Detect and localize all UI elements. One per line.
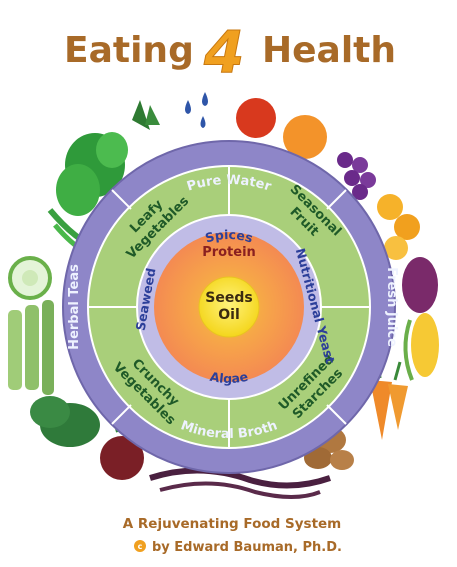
label-algae: Algae xyxy=(209,369,250,386)
label-protein: Protein xyxy=(202,245,256,260)
apricot-icon xyxy=(377,194,403,220)
label-seeds: Seeds xyxy=(205,290,252,306)
orange-icon xyxy=(283,115,327,159)
label-herbal-teas: Herbal Teas xyxy=(67,264,82,350)
label-oil: Oil xyxy=(218,307,240,323)
carrot-icon xyxy=(370,380,392,440)
seaweed-icon xyxy=(149,467,331,489)
herb-leaf-icon xyxy=(132,100,150,130)
author-credit: by Edward Bauman, Ph.D. xyxy=(152,540,342,555)
sweet-potato-icon xyxy=(402,257,438,313)
celery-icon xyxy=(25,305,39,390)
title-numeral-4: 4 xyxy=(203,18,244,86)
copyright-icon xyxy=(134,540,146,552)
corn-icon xyxy=(411,313,439,377)
title-health: Health xyxy=(262,30,396,71)
label-pure-water: Pure Water xyxy=(185,173,273,195)
title-eating: Eating xyxy=(64,30,194,71)
left-produce-illustration xyxy=(8,100,160,480)
label-spices: Spices xyxy=(203,227,254,246)
grapes-icon xyxy=(337,152,376,200)
tomato-icon xyxy=(236,98,276,138)
water-drop-icon xyxy=(185,100,191,114)
right-produce-illustration xyxy=(185,92,439,470)
seaweed-illustration xyxy=(149,467,331,499)
food-wheel xyxy=(62,140,396,474)
label-fresh-juice: Fresh Juice xyxy=(384,267,399,347)
copyright-symbol: c xyxy=(138,542,143,551)
beet-icon xyxy=(100,436,144,480)
copyright-line: c by Edward Bauman, Ph.D. xyxy=(134,540,342,555)
subtitle: A Rejuvenating Food System xyxy=(123,516,342,532)
center-seeds-oil-circle xyxy=(198,276,260,338)
title: Eating 4 Health xyxy=(64,18,396,87)
